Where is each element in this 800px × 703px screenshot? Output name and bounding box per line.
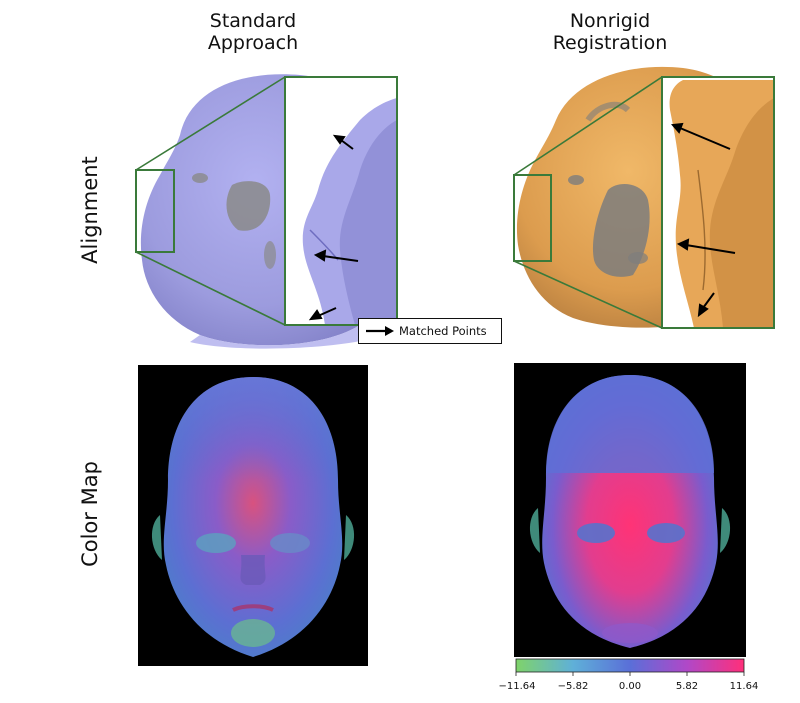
row-label-color-map: Color Map xyxy=(78,461,102,567)
right-arrow-icon xyxy=(366,326,394,336)
standard-zoom-inset xyxy=(284,76,398,326)
nonrigid-zoom-source-box xyxy=(513,174,552,262)
colorbar-tick-label: −11.64 xyxy=(498,681,536,692)
row-label-alignment: Alignment xyxy=(78,156,102,264)
nonrigid-zoom-inset xyxy=(661,76,775,329)
column-title-nonrigid: Nonrigid Registration xyxy=(500,10,720,54)
column-title-nonrigid-line2: Registration xyxy=(552,32,668,54)
colorbar xyxy=(515,658,745,676)
matched-point-arrow xyxy=(308,307,337,321)
standard-color-map xyxy=(138,365,368,666)
column-title-standard-line2: Approach xyxy=(207,32,299,54)
colorbar-tick-label: 11.64 xyxy=(729,681,759,692)
matched-point-arrow xyxy=(676,238,736,254)
colorbar-tick-label: 0.00 xyxy=(618,681,642,692)
matched-point-arrow xyxy=(313,249,359,262)
matched-point-arrow xyxy=(697,292,715,318)
matched-point-arrow xyxy=(332,134,354,150)
standard-alignment-render xyxy=(135,74,398,349)
standard-zoom-source-box xyxy=(135,169,175,253)
column-title-standard-line1: Standard xyxy=(209,10,297,32)
column-title-nonrigid-line1: Nonrigid xyxy=(569,10,651,32)
nonrigid-alignment-render xyxy=(513,66,775,329)
standard-grey-patch-cheek xyxy=(226,181,271,231)
column-title-standard: Standard Approach xyxy=(143,10,363,54)
nonrigid-color-map xyxy=(514,363,746,657)
matched-point-arrow xyxy=(671,122,731,150)
legend-label: Matched Points xyxy=(399,324,487,338)
colorbar-tick-label: 5.82 xyxy=(675,681,699,692)
colorbar-tick-label: −5.82 xyxy=(557,681,589,692)
matched-points-legend: Matched Points xyxy=(358,318,502,344)
